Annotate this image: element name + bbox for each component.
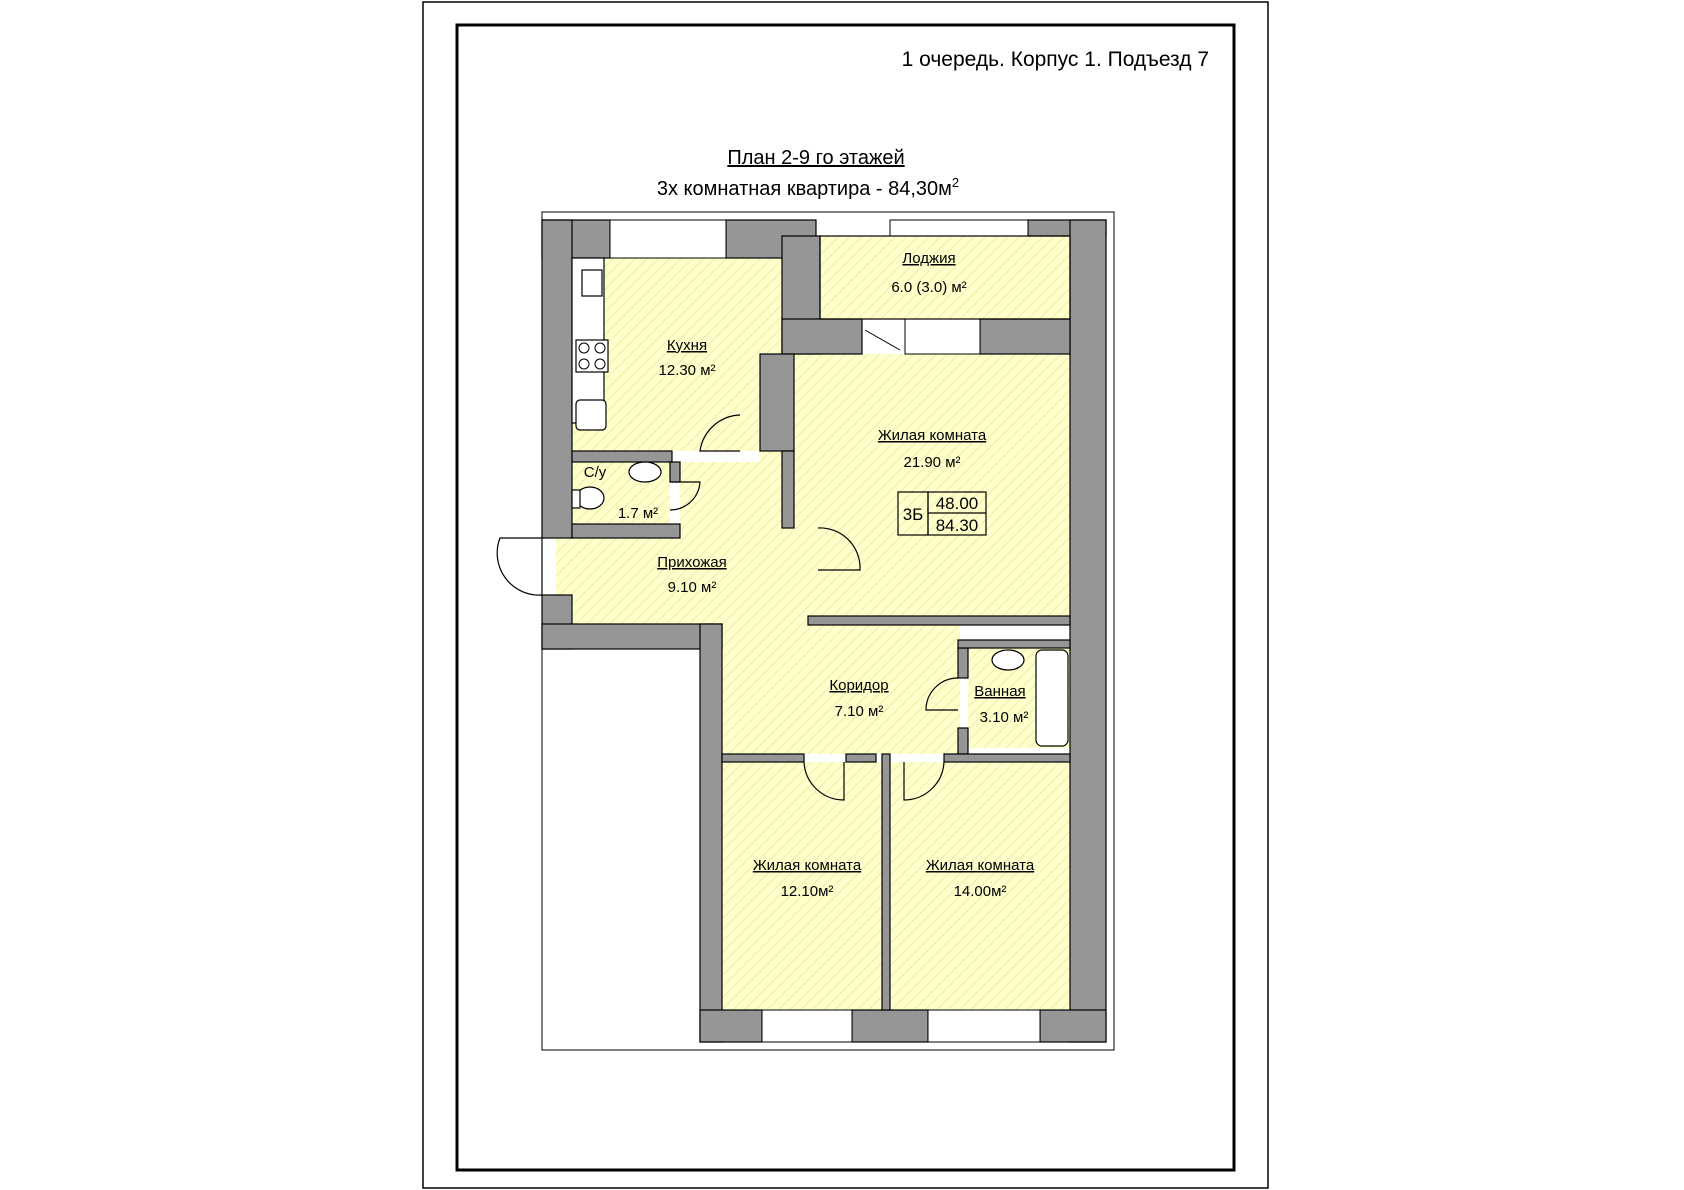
loggia-door-window bbox=[904, 318, 981, 355]
kitchen-name: Кухня bbox=[667, 337, 707, 354]
plan-title-line2-text: 3х комнатная квартира - 84,30м bbox=[657, 178, 952, 200]
wall-wc-right bbox=[669, 461, 681, 483]
kitchen-door-swing bbox=[699, 414, 741, 452]
living-large-area: 21.90 м² bbox=[903, 454, 960, 471]
inner-sheet-frame bbox=[455, 23, 1236, 1172]
kitchen-sink-icon bbox=[581, 269, 603, 297]
wall-rooms-top bbox=[721, 753, 805, 763]
loggia-name: Лоджия bbox=[902, 250, 955, 267]
hall-name: Прихожая bbox=[657, 554, 727, 571]
loggia-window bbox=[889, 219, 1029, 237]
wall-divider-stub bbox=[845, 753, 877, 763]
wall-left-bottom bbox=[699, 623, 723, 1043]
kitchen-basin-icon bbox=[575, 399, 607, 431]
wall-hall-bottom bbox=[541, 623, 723, 650]
apartment-total-area: 84.30 bbox=[936, 516, 979, 535]
loggia-area: 6.0 (3.0) м² bbox=[891, 279, 966, 296]
wall-living-bottom bbox=[807, 615, 1071, 626]
wall-bath-left bbox=[957, 647, 969, 679]
wall-rooms-divider bbox=[881, 753, 891, 1011]
corridor-name: Коридор bbox=[829, 677, 888, 694]
wall-bottom-right bbox=[1039, 1009, 1107, 1043]
wall-left bbox=[541, 219, 573, 539]
living-door-swing bbox=[817, 527, 861, 571]
loggia-outline bbox=[819, 235, 1071, 320]
living-right-fill bbox=[890, 762, 1070, 1010]
wall-loggia-bottom bbox=[781, 318, 863, 355]
kitchen-area: 12.30 м² bbox=[658, 362, 715, 379]
apartment-living-area: 48.00 bbox=[936, 494, 979, 513]
room-left-door-swing bbox=[803, 761, 845, 801]
living-left-area: 12.10м² bbox=[781, 883, 834, 900]
room-right-door-swing bbox=[903, 761, 945, 801]
wall-kitchen-partition bbox=[759, 353, 795, 452]
hall-corridor-fill bbox=[556, 451, 960, 754]
bathroom-name: Ванная bbox=[974, 683, 1025, 700]
bathtub-icon bbox=[1035, 649, 1069, 747]
wc-name: С/у bbox=[584, 464, 607, 481]
toilet-tank-icon bbox=[571, 489, 581, 509]
wc-sink-icon bbox=[628, 461, 662, 483]
room-fills bbox=[556, 236, 1070, 1010]
apartment-type: 3Б bbox=[903, 505, 924, 524]
living-right-name: Жилая комната bbox=[926, 857, 1035, 874]
wall-hall-right bbox=[781, 450, 795, 529]
outer-building-outline bbox=[541, 211, 1115, 1051]
wall-wc-bottom bbox=[571, 523, 681, 539]
plan-title-line2: 3х комнатная квартира - 84,30м2 bbox=[657, 175, 959, 200]
kitchen-window bbox=[609, 219, 727, 259]
living-left-window bbox=[761, 1009, 853, 1043]
living-right-window bbox=[927, 1009, 1041, 1043]
stove-icon bbox=[575, 339, 609, 373]
room-labels: Лоджия 6.0 (3.0) м² Кухня 12.30 м² Жилая… bbox=[584, 250, 1035, 900]
wall-loggia-bottom-right bbox=[979, 318, 1071, 355]
outer-sheet-frame bbox=[422, 1, 1269, 1189]
apartment-area-box: 3Б 48.00 84.30 bbox=[897, 491, 987, 536]
wc-area: 1.7 м² bbox=[618, 505, 658, 522]
corridor-area: 7.10 м² bbox=[835, 703, 884, 720]
walls bbox=[541, 219, 1107, 1043]
wall-right-outer bbox=[1069, 219, 1107, 1043]
entrance-door-swing bbox=[496, 537, 543, 596]
bath-sink-icon bbox=[991, 649, 1025, 671]
loggia-fill bbox=[820, 236, 1070, 319]
loggia-door-diagonal bbox=[864, 329, 901, 351]
windows bbox=[609, 219, 1041, 1043]
plan-title-sup: 2 bbox=[952, 175, 959, 190]
living-large-fill bbox=[794, 354, 1070, 624]
bathroom-area: 3.10 м² bbox=[980, 709, 1029, 726]
wall-bath-left-low bbox=[957, 727, 969, 755]
wc-door-swing bbox=[669, 481, 701, 511]
plan-title-line1: План 2-9 го этажей bbox=[727, 147, 904, 169]
wall-bottom-mid bbox=[851, 1009, 929, 1043]
wall-bottom-left bbox=[699, 1009, 763, 1043]
living-right-area: 14.00м² bbox=[954, 883, 1007, 900]
living-large-name: Жилая комната bbox=[878, 427, 987, 444]
doors bbox=[496, 329, 959, 801]
wall-rooms-top-right bbox=[943, 753, 1071, 763]
living-left-name: Жилая комната bbox=[753, 857, 862, 874]
bath-door-swing bbox=[925, 677, 959, 711]
living-left-fill bbox=[722, 762, 882, 1010]
fixtures bbox=[571, 257, 1069, 747]
wall-bath-top bbox=[957, 639, 1071, 649]
header-caption: 1 очередь. Корпус 1. Подъезд 7 bbox=[902, 48, 1209, 71]
hall-area: 9.10 м² bbox=[668, 579, 717, 596]
wall-wc-top bbox=[571, 450, 673, 463]
